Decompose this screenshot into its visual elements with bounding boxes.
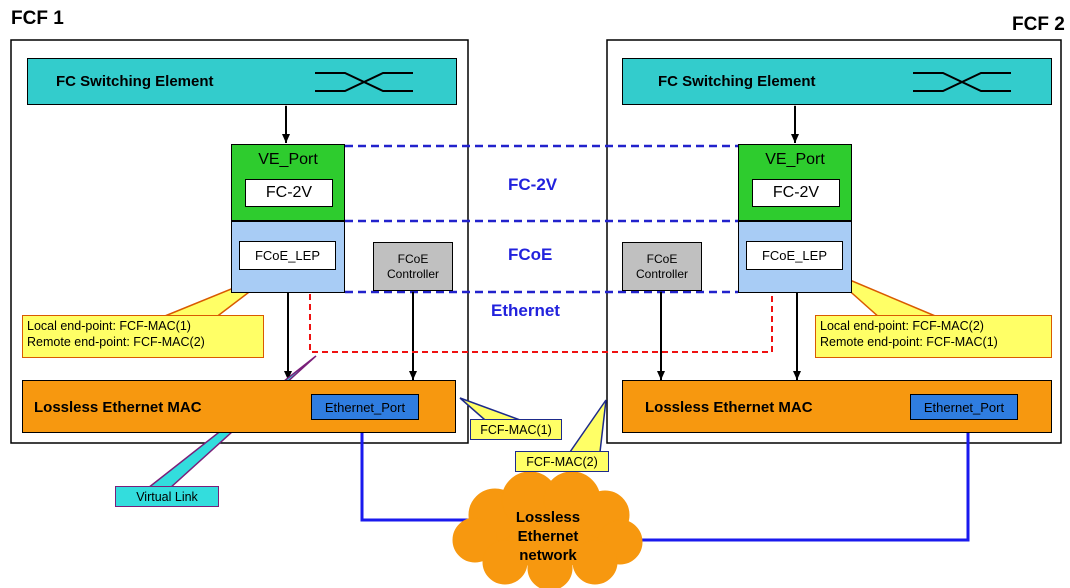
layer-label-fc2v: FC-2V: [508, 175, 558, 194]
fcf2-maclabel-pointer: [568, 399, 607, 453]
fcf1-switching-label: FC Switching Element: [56, 73, 214, 90]
fcf1-fcoe-area: FCoE_LEP: [231, 221, 345, 293]
fcf2-fcoe-area: FCoE_LEP: [738, 221, 852, 293]
fcf1-controller-line2: Controller: [386, 266, 440, 281]
fcf1-ve-port: VE_Port FC-2V: [231, 144, 345, 221]
fcf1-callout-remote: Remote end-point: FCF-MAC(2): [27, 335, 205, 349]
network-line3: network: [519, 547, 577, 564]
fcf1-lossless-mac: Lossless Ethernet MAC Ethernet_Port: [22, 380, 456, 433]
fcf2-callout-local: Local end-point: FCF-MAC(2): [820, 319, 984, 333]
virtual-link-label: Virtual Link: [115, 486, 219, 507]
fcf2-callout-remote: Remote end-point: FCF-MAC(1): [820, 335, 998, 349]
network-cloud: [452, 471, 643, 588]
fcf1-mac-label: Lossless Ethernet MAC: [34, 399, 202, 416]
fcf1-ve-port-label: VE_Port: [258, 151, 318, 168]
fcf1-switching-element: FC Switching Element: [27, 58, 457, 105]
fcf2-switching-label: FC Switching Element: [658, 73, 816, 90]
fcf1-ethernet-port: Ethernet_Port: [311, 394, 419, 420]
ethernet-cable-1: [360, 418, 470, 522]
fcf1-endpoint-callout: Local end-point: FCF-MAC(1) Remote end-p…: [22, 315, 264, 358]
fcf1-title: FCF 1: [11, 8, 64, 29]
fcf2-mac-label: Lossless Ethernet MAC: [645, 399, 813, 416]
fcf2-ve-port-label: VE_Port: [765, 151, 825, 168]
fcf1-fcoe-controller: FCoE Controller: [373, 242, 453, 291]
network-line2: Ethernet: [517, 528, 579, 545]
fcf2-switching-element: FC Switching Element: [622, 58, 1052, 105]
fcf1-fc2v-box: FC-2V: [245, 179, 333, 207]
fcf2-title: FCF 2: [1012, 14, 1065, 35]
fcf2-switch-icon: [913, 72, 1011, 92]
fcf2-mac-address-label: FCF-MAC(2): [515, 451, 609, 472]
fcf1-controller-line1: FCoE: [397, 251, 429, 266]
network-line1: Lossless: [515, 509, 581, 526]
layer-label-fcoe: FCoE: [508, 245, 553, 264]
fcf2-controller-line2: Controller: [635, 266, 689, 281]
fcf2-controller-line1: FCoE: [646, 251, 678, 266]
layer-label-ethernet: Ethernet: [491, 301, 560, 320]
fcf2-lossless-mac: Lossless Ethernet MAC Ethernet_Port: [622, 380, 1052, 433]
ethernet-cable-2: [628, 418, 970, 542]
network-cloud-label: Lossless Ethernet network: [498, 508, 598, 565]
fcf1-maclabel-pointer: [459, 397, 521, 421]
fcf2-fcoe-controller: FCoE Controller: [622, 242, 702, 291]
fcf2-fc2v-box: FC-2V: [752, 179, 840, 207]
fcf1-mac-address-label: FCF-MAC(1): [470, 419, 562, 440]
fcf2-ve-port: VE_Port FC-2V: [738, 144, 852, 221]
fcf1-callout-local: Local end-point: FCF-MAC(1): [27, 319, 191, 333]
fcf2-endpoint-callout: Local end-point: FCF-MAC(2) Remote end-p…: [815, 315, 1052, 358]
fcf1-fcoe-lep-box: FCoE_LEP: [239, 241, 336, 270]
fcf2-ethernet-port: Ethernet_Port: [910, 394, 1018, 420]
fcf2-fcoe-lep-box: FCoE_LEP: [746, 241, 843, 270]
fcf1-switch-icon: [315, 72, 413, 92]
